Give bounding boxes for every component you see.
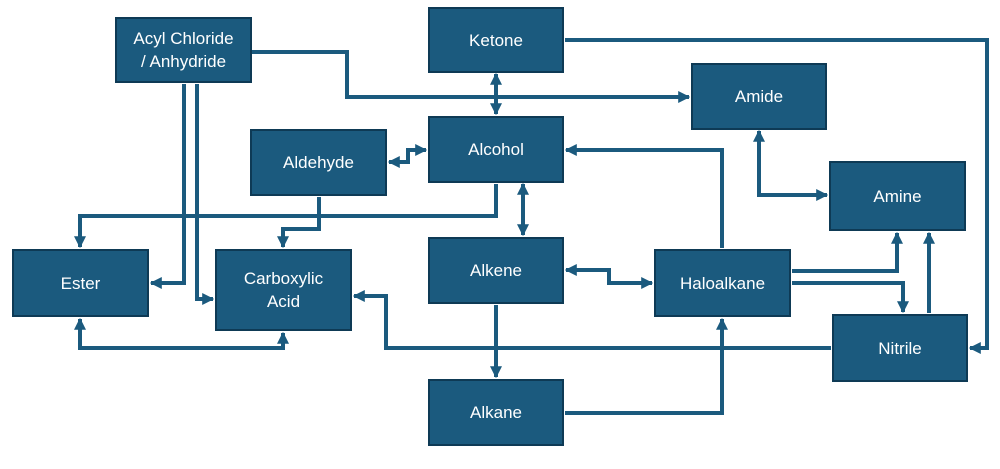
arrow-acyl-chloride-to-amide (252, 50, 691, 103)
arrow-alcohol-to-ester (74, 184, 498, 249)
arrow-nitrile-to-carboxylic-acid (352, 290, 831, 350)
node-alkane: Alkane (428, 379, 564, 446)
arrow-alkene-to-haloalkane (564, 264, 654, 289)
arrow-haloalkane-to-alcohol (564, 144, 724, 248)
node-carboxylic-acid: Carboxylic Acid (215, 249, 352, 331)
arrow-alkane-to-haloalkane (565, 317, 728, 415)
arrow-acyl-chloride-to-carboxylic-acid (195, 84, 215, 305)
arrow-haloalkane-to-amine (792, 231, 903, 273)
arrow-ester-to-carboxylic-acid (74, 317, 289, 350)
node-aldehyde: Aldehyde (250, 129, 387, 196)
node-acyl-chloride-anhydride: Acyl Chloride / Anhydride (115, 17, 252, 83)
arrow-acyl-chloride-to-ester (149, 84, 186, 289)
node-alcohol: Alcohol (428, 116, 564, 183)
arrow-haloalkane-to-nitrile (792, 281, 909, 314)
node-amine: Amine (829, 161, 966, 231)
node-haloalkane: Haloalkane (654, 249, 791, 317)
arrow-aldehyde-to-alcohol (387, 144, 428, 168)
node-nitrile: Nitrile (832, 314, 968, 382)
node-alkene: Alkene (428, 237, 564, 304)
node-ketone: Ketone (428, 7, 564, 73)
arrow-aldehyde-to-carboxylic-acid (277, 197, 321, 249)
arrow-ketone-to-nitrile (565, 38, 989, 354)
node-ester: Ester (12, 249, 149, 317)
node-amide: Amide (691, 63, 827, 130)
arrow-amide-to-amine (753, 129, 829, 201)
